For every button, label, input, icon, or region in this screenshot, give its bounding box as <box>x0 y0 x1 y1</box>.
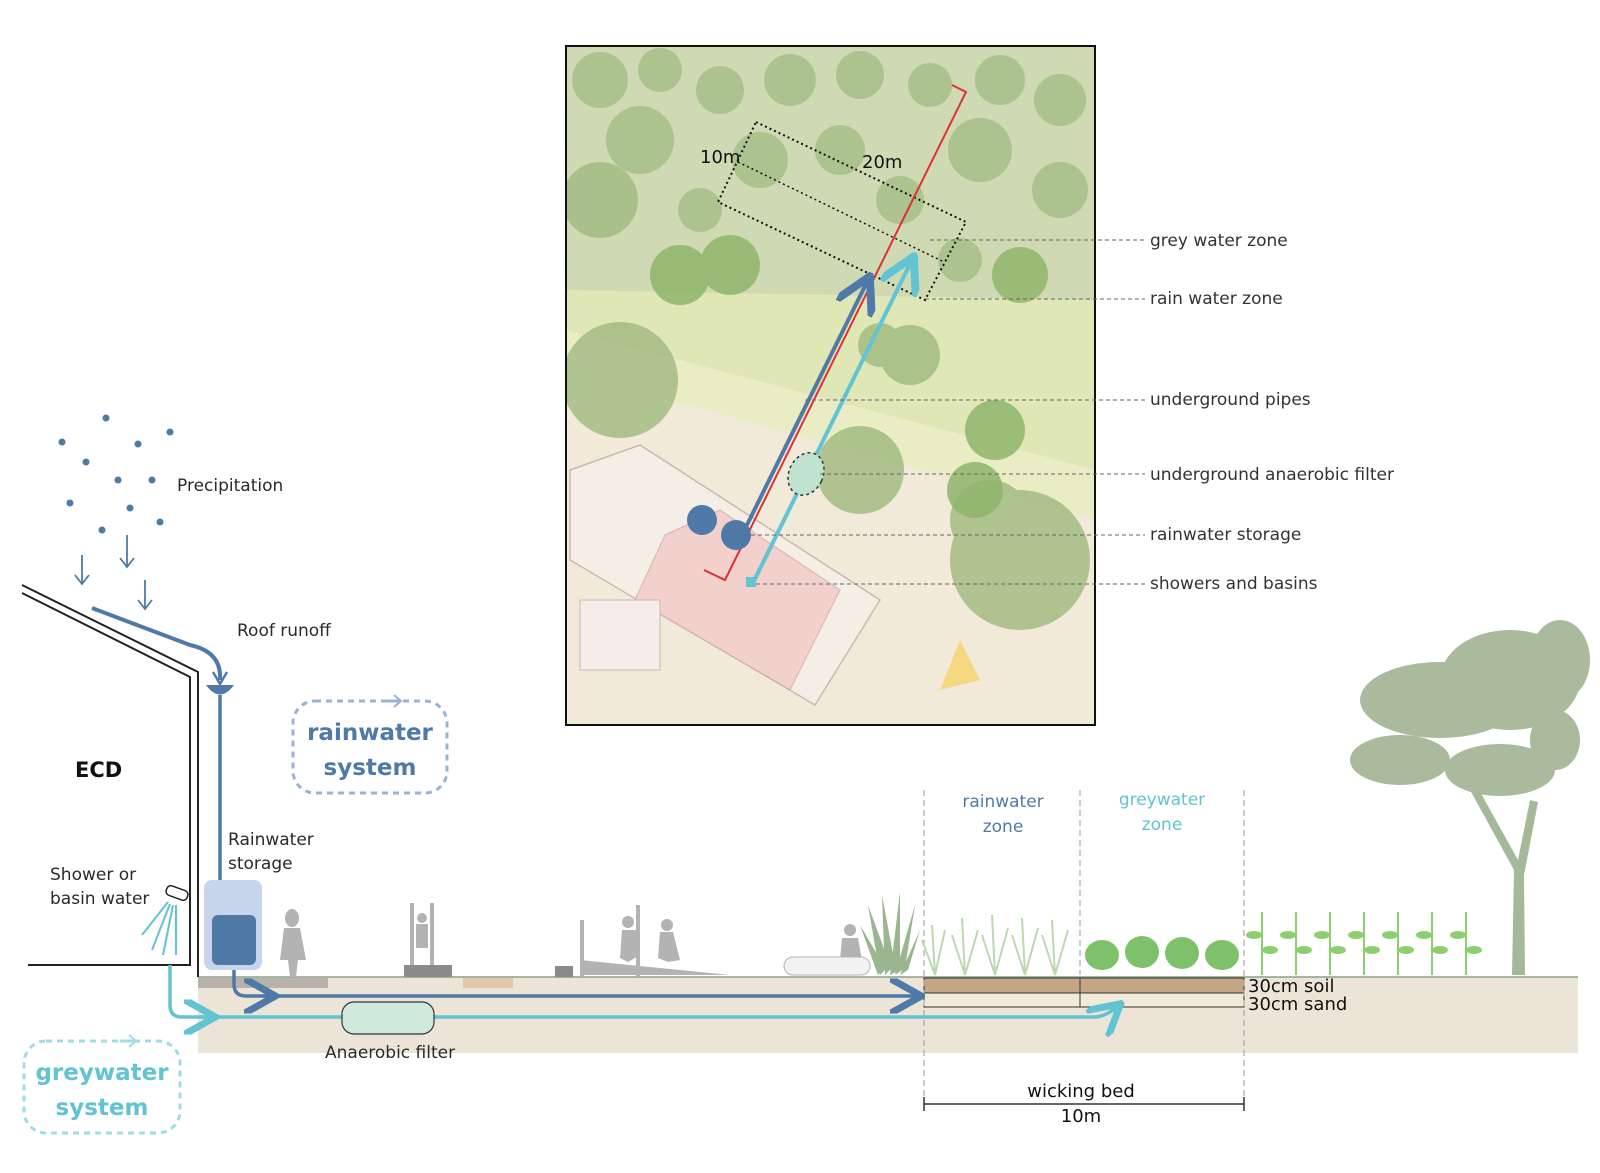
building-label: ECD <box>75 758 122 782</box>
plan-anaerobic-filter <box>787 452 825 496</box>
people-silhouettes <box>280 903 871 977</box>
roof-runoff-flow <box>91 606 223 681</box>
roof-runoff-label: Roof runoff <box>237 621 332 641</box>
rain-arrows <box>74 535 153 611</box>
shower-spray <box>141 901 177 956</box>
anaerobic-filter <box>341 1001 435 1035</box>
soil-label: 30cm soil <box>1248 976 1334 997</box>
greywater-legend-line-2: system <box>56 1095 149 1121</box>
rainwater-zone-grasses <box>921 914 1069 976</box>
building-wall <box>21 592 191 966</box>
label-underground-anaerobic-filter: underground anaerobic filter <box>1150 465 1394 485</box>
acacia-tree-icon <box>1350 620 1590 975</box>
label-rain-water-zone: rain water zone <box>1150 289 1283 309</box>
label-rainwater-storage: rainwater storage <box>1150 525 1301 545</box>
label-grey-water-zone: grey water zone <box>1150 231 1288 251</box>
greywater-legend-line-1: greywater <box>35 1060 169 1086</box>
wicking-bed-outline <box>716 120 968 302</box>
greywater-zone-label-1: greywater <box>1119 790 1205 810</box>
rainwater-system-legend: rainwater system <box>291 694 449 795</box>
agave-plant <box>860 892 920 975</box>
greywater-system-legend: greywater system <box>22 1034 182 1135</box>
wicking-bed-length: 10m <box>1061 1106 1101 1127</box>
greywater-pipe <box>168 965 1118 1017</box>
soil-layer <box>923 977 1245 994</box>
rainwater-legend-line-1: rainwater <box>307 720 433 746</box>
rainwater-storage-label-1: Rainwater <box>228 830 314 850</box>
rainwater-storage-label-2: storage <box>228 854 293 874</box>
building-roof <box>21 584 199 977</box>
rainwater-zone-label-1: rainwater <box>962 792 1043 812</box>
rainwater-legend-line-2: system <box>324 755 417 781</box>
label-showers-and-basins: showers and basins <box>1150 574 1318 594</box>
plan-frame <box>565 45 1096 726</box>
plan-rain-pipe <box>740 280 868 536</box>
crop-rows <box>1246 912 1482 975</box>
plan-dim-long: 20m <box>862 152 902 173</box>
anaerobic-filter-label: Anaerobic filter <box>325 1043 455 1063</box>
label-underground-pipes: underground pipes <box>1150 390 1311 410</box>
greywater-zone-plants <box>1085 936 1239 970</box>
shower-label-2: basin water <box>50 889 149 909</box>
site-plan: 10m 20m grey water zone rain water zone … <box>565 45 1394 726</box>
wicking-bed-label: wicking bed <box>1027 1081 1135 1102</box>
sand-label: 30cm sand <box>1248 994 1347 1015</box>
raindrops <box>58 414 174 534</box>
greywater-zone-label-2: zone <box>1142 815 1183 835</box>
red-pipe <box>703 84 968 582</box>
plan-tank-1 <box>687 505 717 535</box>
shower-label-1: Shower or <box>50 865 136 885</box>
sand-layer <box>923 992 1245 1008</box>
plan-tank-2 <box>721 520 751 550</box>
plan-dim-short: 10m <box>700 147 740 168</box>
precipitation-label: Precipitation <box>177 476 283 496</box>
plan-grey-pipe <box>750 260 912 586</box>
gutter-icon <box>206 685 234 695</box>
section-view: 30cm soil 30cm sand rainwater zone greyw… <box>21 414 1590 1127</box>
rainwater-zone-label-2: zone <box>983 817 1024 837</box>
shower-head-icon <box>165 884 189 902</box>
